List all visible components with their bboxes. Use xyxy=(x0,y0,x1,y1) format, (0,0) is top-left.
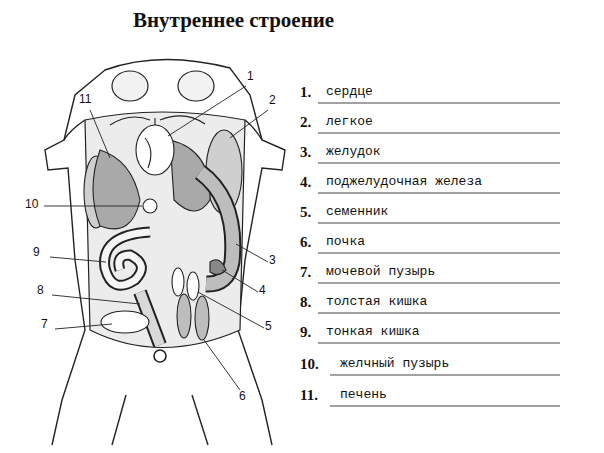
eye-sockets xyxy=(112,71,214,101)
diagram-title: Внутреннее строение xyxy=(133,8,334,32)
answer-text: почка xyxy=(326,235,365,250)
answer-text: печень xyxy=(340,388,387,403)
answer-text: желудок xyxy=(326,145,381,160)
callout-number: 8 xyxy=(36,284,45,298)
callout-number: 3 xyxy=(268,254,277,268)
callout-number: 5 xyxy=(264,320,273,334)
frog-outline xyxy=(45,59,285,445)
callout-number: 6 xyxy=(238,390,247,404)
list-number: 3. xyxy=(300,144,311,161)
callout-number: 4 xyxy=(258,284,267,298)
list-number: 6. xyxy=(300,234,311,251)
answer-text: мочевой пузырь xyxy=(326,265,435,280)
list-number: 9. xyxy=(300,324,311,341)
answer-lines xyxy=(318,103,560,406)
callout-number: 10 xyxy=(24,198,39,212)
callout-number: 11 xyxy=(78,93,92,107)
list-number: 11. xyxy=(300,387,318,404)
list-number: 8. xyxy=(300,294,311,311)
list-number: 4. xyxy=(300,174,311,191)
list-number: 10. xyxy=(300,356,319,373)
body-cavity xyxy=(85,112,245,348)
list-number: 5. xyxy=(300,204,311,221)
callout-number: 1 xyxy=(246,70,255,84)
answer-text: сердце xyxy=(326,85,373,100)
answer-text: легкое xyxy=(326,115,373,130)
list-number: 2. xyxy=(300,114,311,131)
answer-text: желчный пузырь xyxy=(340,357,449,372)
callout-number: 9 xyxy=(32,246,41,260)
answer-text: поджелудочная железа xyxy=(326,175,482,190)
list-number: 7. xyxy=(300,264,311,281)
list-number: 1. xyxy=(300,84,311,101)
answer-text: тонкая кишка xyxy=(326,325,420,340)
leader-lines xyxy=(44,86,268,390)
callout-number: 7 xyxy=(40,318,49,332)
callout-number: 2 xyxy=(268,94,277,108)
answer-text: семенник xyxy=(326,205,388,220)
answer-text: толстая кишка xyxy=(326,295,427,310)
